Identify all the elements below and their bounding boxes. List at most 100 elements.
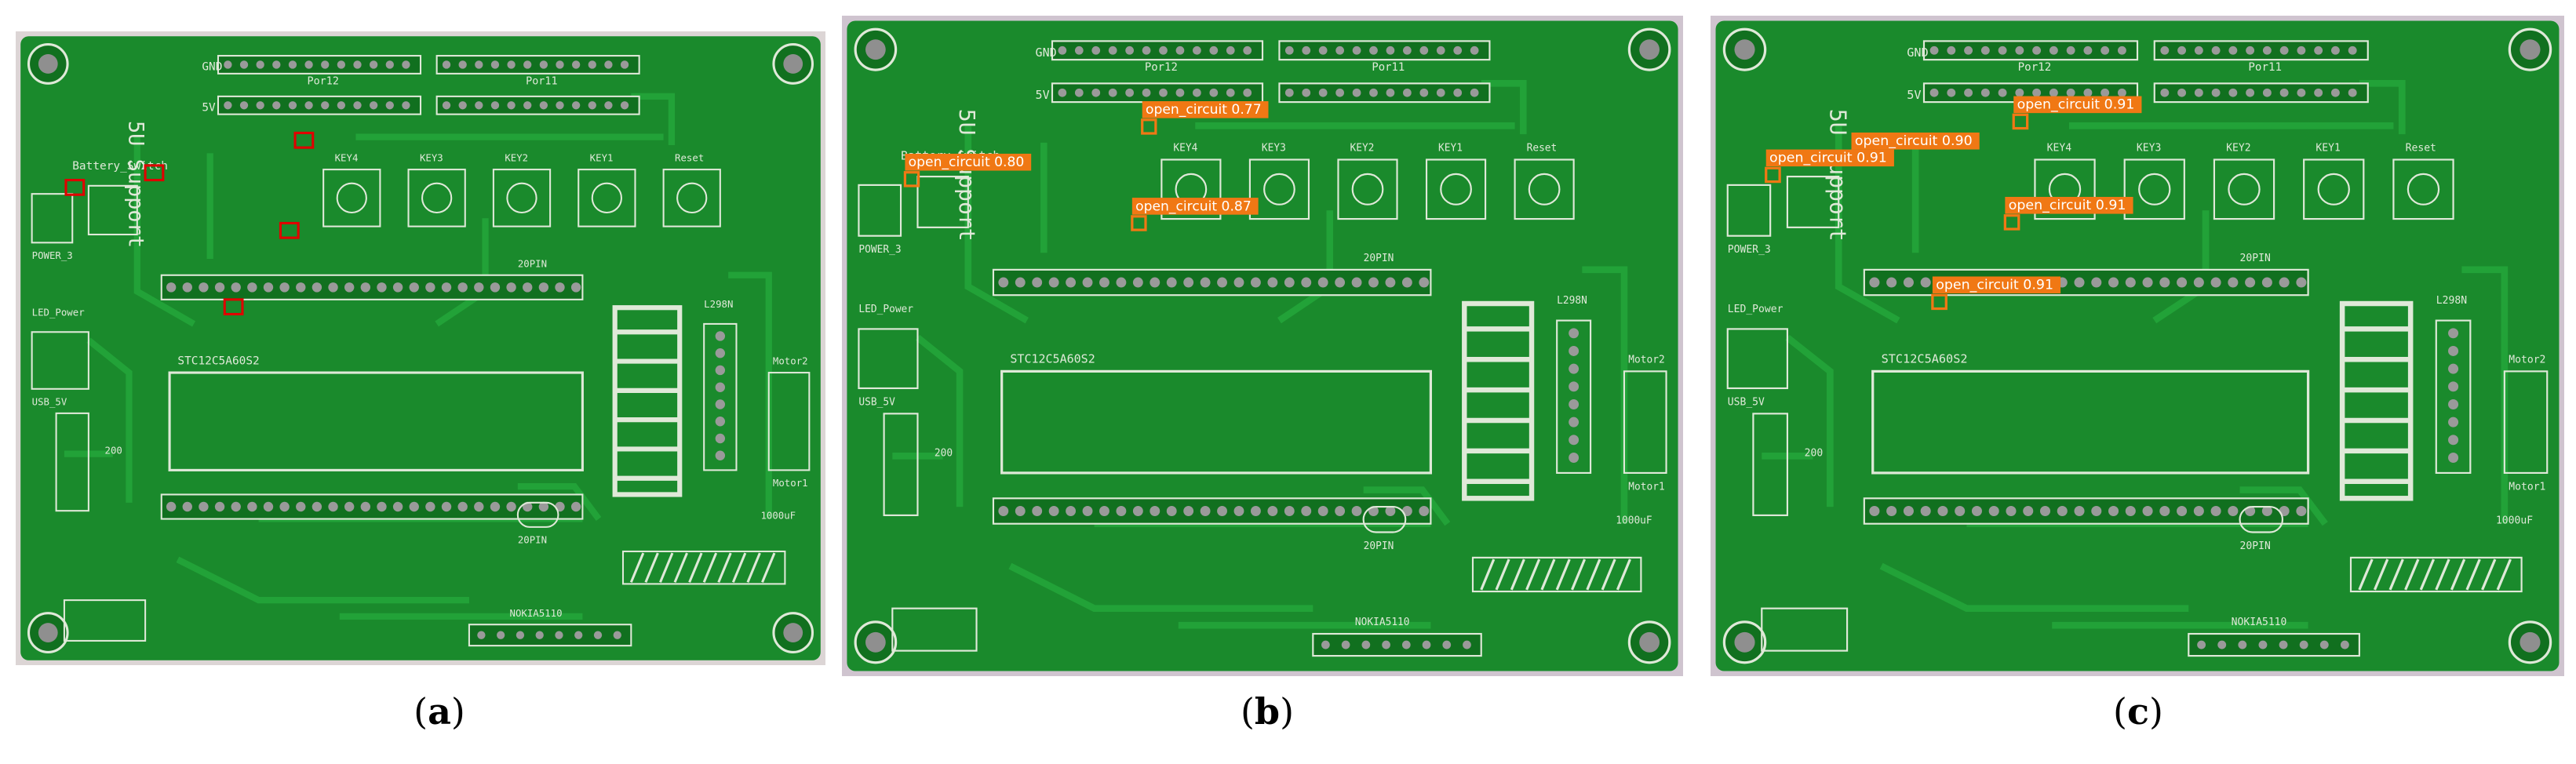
detection-label-bg [1765,149,1894,167]
driver-pin [715,433,726,444]
hatch-line [1616,558,1631,591]
silk-por2: Por12 [1145,61,1178,74]
mcu-pin [457,501,468,512]
usb-port [31,331,89,390]
silk-key: Reset [675,152,704,164]
header-pin [2246,88,2255,97]
header-pin [1403,45,1412,55]
header-pin [2211,88,2221,97]
hatch-line [1555,558,1571,591]
nokia-pin [516,631,525,639]
mcu-pin [166,501,177,512]
crystal [2239,506,2284,533]
mcu-pin [1150,506,1160,516]
silk-key: KEY1 [590,152,614,164]
mcu-pin [2074,277,2085,288]
mcu-pin [312,501,322,512]
header-pin [2348,88,2357,97]
mcu-pin [2210,506,2221,516]
mcu-pin [506,501,516,512]
jumper-block [63,599,147,642]
header-pin [385,60,394,69]
push-button [2034,158,2096,220]
silk-5v: 5V [202,101,216,114]
mcu-pin [1250,506,1261,516]
hatch-line [1510,558,1525,591]
mcu-pin [1385,506,1396,516]
header-pin [523,60,532,69]
hatch-line [702,552,718,583]
push-button [1337,158,1398,220]
header-pin [1108,45,1117,55]
push-button-cap [2407,173,2440,206]
header-pin [2032,45,2042,55]
header-pin [2330,88,2340,97]
mounting-hole-drill [1734,631,1755,653]
header-pin [337,60,346,69]
silk-key: KEY4 [335,152,359,164]
mcu-pin [231,282,241,293]
silk-20pin-bottom: 20PIN [518,534,547,546]
mounting-hole-drill [865,39,886,60]
mcu-pin [1886,506,1897,516]
gt-defect-box [64,179,86,196]
driver-pin [715,348,726,358]
mcu-pin [1166,506,1177,516]
mcu-pin [296,282,306,293]
mcu-pin [506,282,516,293]
header-strip [435,55,640,75]
header-pin [556,101,564,110]
hatch-line [761,552,776,583]
silk-power: POWER_3 [1728,244,1771,256]
silk-chip: STC12C5A60S2 [1010,352,1095,366]
driver-pin [1569,346,1579,356]
crystal [1362,506,1407,533]
mcu-pin [1048,277,1059,288]
header-pin [1453,45,1463,55]
driver-pin [1569,399,1579,409]
silk-support: 5U Support [954,109,980,242]
push-button [492,169,552,227]
mcu-pin [1351,277,1362,288]
power-connector [858,184,902,237]
push-button-cap [2138,173,2171,206]
mcu-pin [1150,277,1160,288]
header-strip [2153,82,2369,104]
detection-label-bg [1932,276,2061,294]
detection-label: open_circuit 0.80 [909,155,1025,170]
silk-key: Reset [1527,143,1558,155]
mounting-hole-drill [2520,631,2541,653]
side-connector [1752,413,1789,516]
copper-trace [517,482,602,522]
header-pin [1243,88,1252,97]
mounting-hole-drill [1639,631,1660,653]
push-button-cap [336,182,367,214]
hatch-line [688,552,703,583]
nokia-pin [2258,640,2268,649]
header-pin [475,60,483,69]
mcu-pin [2177,277,2188,288]
silk-motor2: Motor2 [2509,355,2545,366]
header-pin [2101,45,2110,55]
mcu-pin [199,501,209,512]
hatch-line [2465,558,2481,591]
silk-key: KEY3 [420,152,443,164]
driver-ic [1556,319,1592,475]
header-pin [571,60,581,69]
copper-trace [176,556,469,604]
mcu-pin [1317,277,1328,288]
silk-gnd: GND [202,61,222,74]
silk-1000uf: 1000uF [2496,515,2533,527]
nokia-header [1312,632,1482,657]
mcu-pin [182,501,192,512]
mcu-pin [474,501,484,512]
mcu-pin [2074,506,2085,516]
silk-key: KEY2 [505,152,528,164]
push-button-cap [1440,173,1472,206]
mcu-pin [998,277,1009,288]
silk-usb: USB_5V [858,397,895,409]
nokia-pin [497,631,505,639]
silk-por1: Por11 [2248,61,2282,74]
push-button-cap [421,182,453,214]
